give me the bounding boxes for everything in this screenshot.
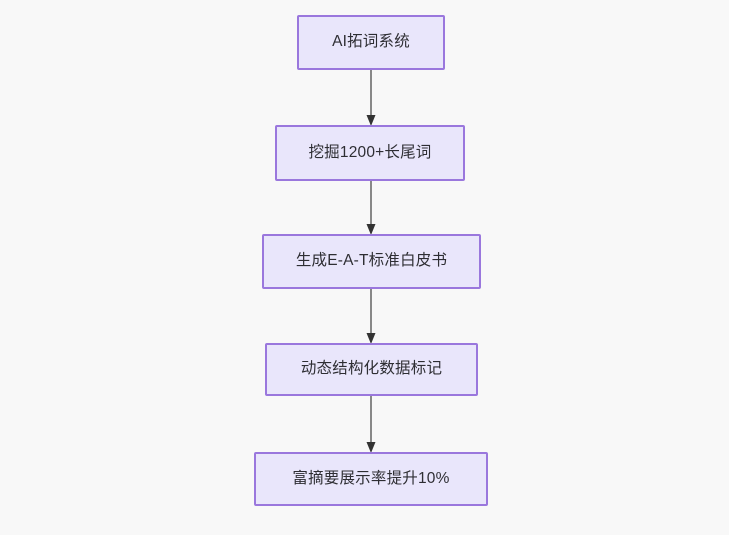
node-label: 动态结构化数据标记: [300, 360, 443, 378]
flowchart-node-mine-longtail-keywords[interactable]: 挖掘1200+长尾词: [275, 125, 465, 181]
flowchart-node-generate-eat-whitepaper[interactable]: 生成E-A-T标准白皮书: [262, 234, 481, 289]
flowchart-node-ai-keyword-system[interactable]: AI拓词系统: [297, 15, 445, 70]
node-label: 生成E-A-T标准白皮书: [295, 252, 448, 270]
node-label: AI拓词系统: [332, 33, 410, 51]
flowchart-node-dynamic-structured-data-markup[interactable]: 动态结构化数据标记: [265, 343, 478, 396]
node-label: 挖掘1200+长尾词: [308, 143, 432, 161]
node-label: 富摘要展示率提升10%: [292, 469, 450, 487]
flowchart-node-rich-snippet-impression-uplift[interactable]: 富摘要展示率提升10%: [254, 452, 488, 506]
